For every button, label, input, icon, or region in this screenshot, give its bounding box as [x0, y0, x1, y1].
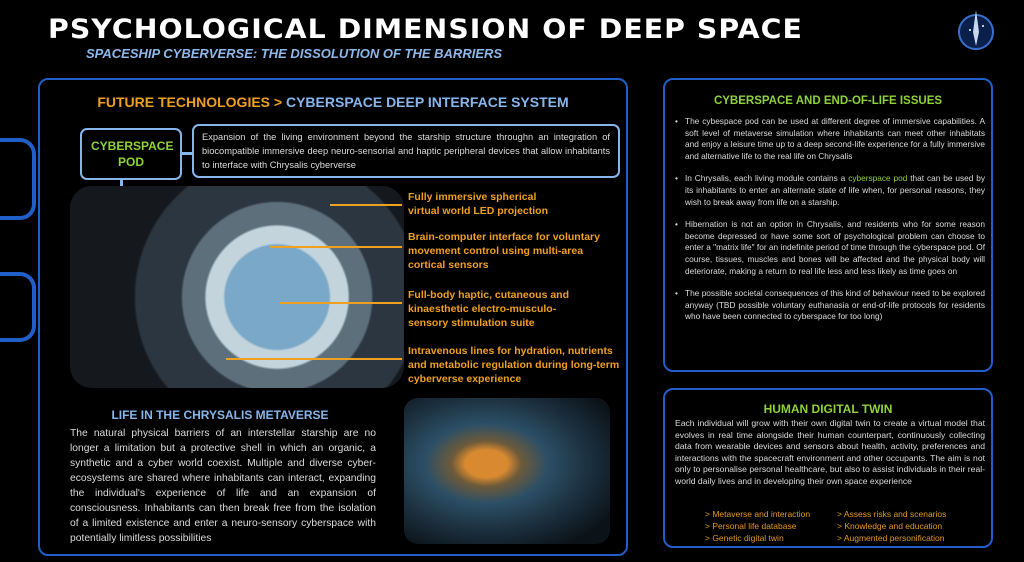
callout-line — [226, 358, 402, 360]
end-of-life-list: The cybespace pod can be used at differe… — [675, 116, 985, 334]
list-item: > Genetic digital twin — [705, 533, 784, 543]
mission-logo-icon — [958, 10, 994, 50]
list-item: > Augmented personification — [837, 533, 945, 543]
list-item: > Assess risks and scenarios — [837, 509, 947, 519]
breadcrumb-separator: > — [273, 94, 283, 110]
page-subtitle: SPACESHIP CYBERVERSE: THE DISSOLUTION OF… — [86, 46, 503, 61]
metaverse-city-image — [404, 398, 610, 544]
callout-line — [280, 302, 402, 304]
digital-twin-panel: HUMAN DIGITAL TWIN Each individual will … — [663, 388, 993, 548]
list-item: > Metaverse and interaction — [705, 509, 811, 519]
list-item: In Chrysalis, each living module contain… — [675, 173, 985, 208]
end-of-life-panel: CYBERSPACE AND END-OF-LIFE ISSUES The cy… — [663, 78, 993, 372]
pod-label-text: CYBERSPACE POD — [91, 139, 174, 169]
left-decoration-bottom — [0, 272, 36, 342]
item-text: In Chrysalis, each living module contain… — [685, 173, 849, 184]
life-text: The natural physical barriers of an inte… — [70, 428, 376, 544]
list-item: Hibernation is not an option in Chrysali… — [675, 219, 985, 277]
cyberspace-pod-image — [70, 186, 404, 388]
breadcrumb-current: CYBERSPACE DEEP INTERFACE SYSTEM — [285, 94, 569, 110]
callout-line — [330, 204, 402, 206]
cyberspace-interface-panel: FUTURE TECHNOLOGIES > CYBERSPACE DEEP IN… — [38, 78, 628, 556]
page-title: PSYCHOLOGICAL DIMENSION OF DEEP SPACE — [48, 14, 803, 45]
callout-bci: Brain-computer interface for voluntary m… — [408, 231, 600, 271]
pod-description: Expansion of the living environment beyo… — [192, 124, 620, 178]
life-heading: LIFE IN THE CHRYSALIS METAVERSE — [111, 408, 329, 422]
callout-line — [270, 246, 402, 248]
breadcrumb-parent: FUTURE TECHNOLOGIES — [97, 94, 271, 110]
digital-twin-heading: HUMAN DIGITAL TWIN — [763, 402, 893, 416]
left-decoration-top — [0, 138, 36, 220]
highlight-text: cyberspace pod — [848, 173, 908, 184]
digital-twin-text: Each individual will grow with their own… — [675, 418, 985, 486]
connector-line — [182, 152, 192, 155]
list-item: The cybespace pod can be used at differe… — [675, 116, 985, 162]
twin-list-col1: > Metaverse and interaction > Personal l… — [705, 508, 810, 544]
cyberspace-pod-label: CYBERSPACE POD — [80, 128, 182, 180]
twin-list-col2: > Assess risks and scenarios > Knowledge… — [837, 508, 946, 544]
list-item: The possible societal consequences of th… — [675, 288, 985, 323]
list-item: > Knowledge and education — [837, 521, 943, 531]
callout-led-projection: Fully immersive spherical virtual world … — [408, 191, 549, 217]
list-item: > Personal life database — [705, 521, 797, 531]
end-of-life-heading: CYBERSPACE AND END-OF-LIFE ISSUES — [713, 95, 943, 107]
connector-line — [120, 180, 123, 188]
breadcrumb: FUTURE TECHNOLOGIES > CYBERSPACE DEEP IN… — [40, 94, 626, 110]
item-text: that can be used by its inhabitants to e… — [685, 173, 985, 207]
callout-intravenous: Intravenous lines for hydration, nutrien… — [408, 345, 620, 385]
callout-haptic: Full-body haptic, cutaneous and kinaesth… — [408, 289, 570, 329]
